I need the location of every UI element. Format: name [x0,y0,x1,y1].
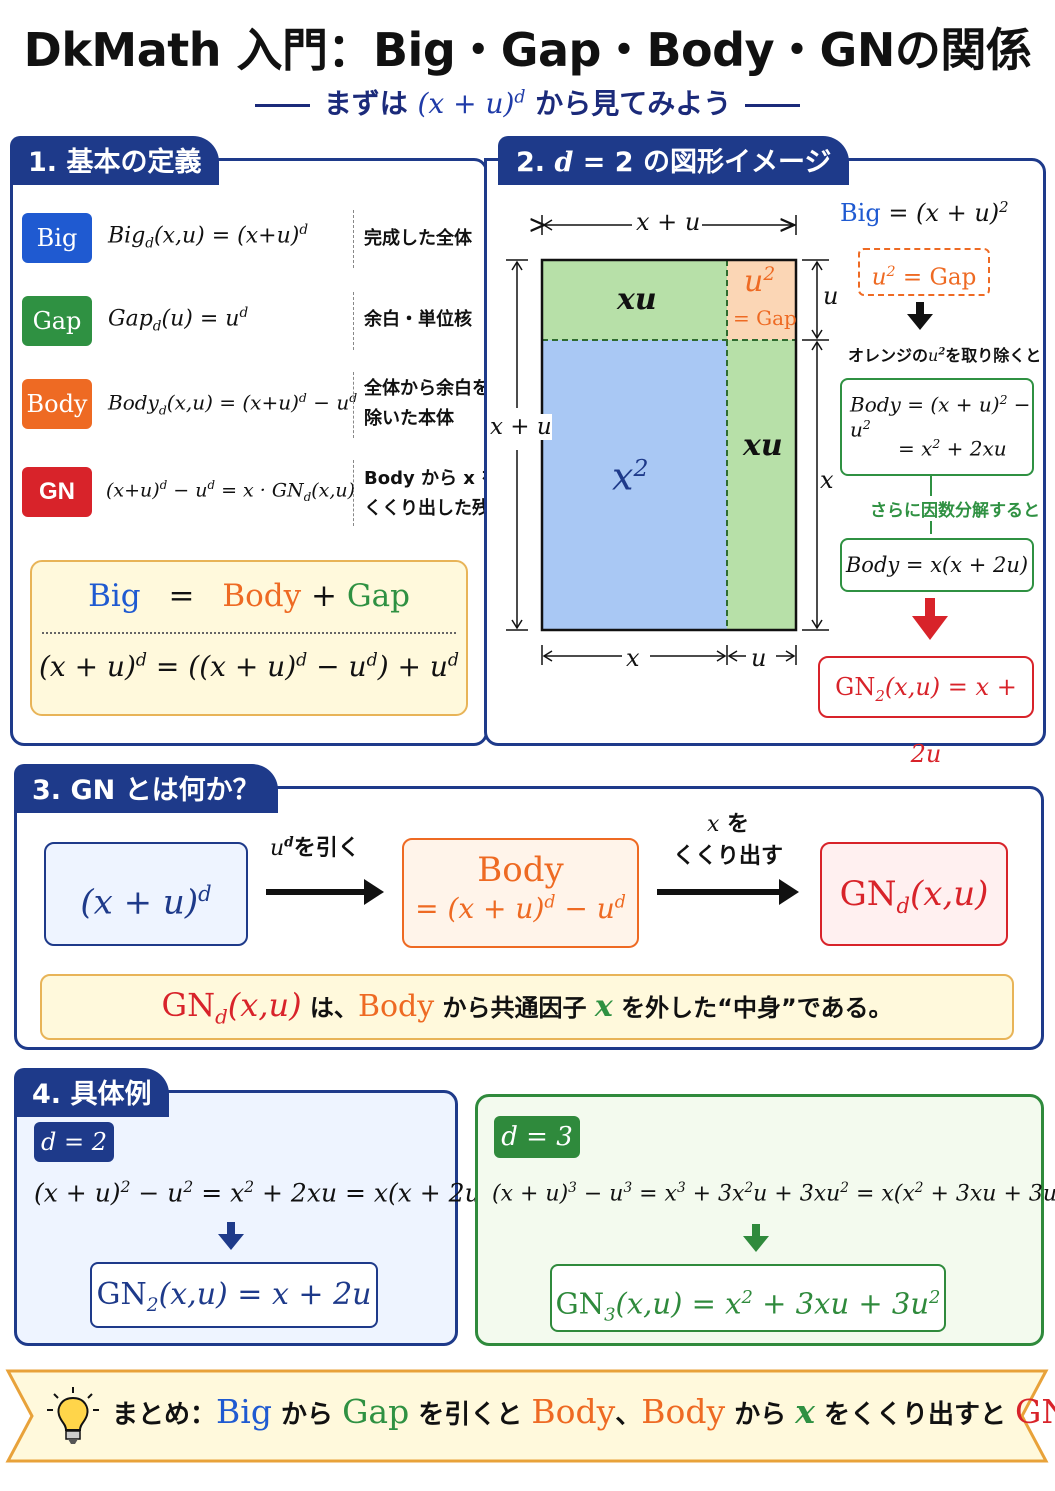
body-definition: Bodyd(x,u) = (x+u)d − ud [108,390,358,418]
gn-expression-box: GNd(x,u) [820,842,1008,946]
subtract-ud-label: udを引く [270,834,360,861]
d3-tag: d = 3 [494,1116,580,1158]
arrow-subtract-line [266,889,366,895]
row-separator [353,460,354,526]
subtitle-right-rule [745,103,801,107]
summary-banner-shape [5,1369,1049,1463]
page-title: DkMath 入門：Big・Gap・Body・GNの関係 [23,23,1032,77]
big-equals-label: Big = (x + u)2 [840,198,1009,227]
xu-right-label: xu [743,428,783,463]
factor-x-label: x を くくり出す [672,812,783,869]
gap-definition-box: u2 = Gap [858,248,990,296]
dotted-divider [42,632,456,634]
body-expansion-box: Body = (x + u)2 − u2 = x2 + 2xu [840,378,1034,476]
red-arrow-shaft [925,598,935,618]
u2-gap-label: = Gap [733,306,797,330]
gn-definition: (x+u)d − ud = x · GNd(x,u) [106,478,356,505]
section4-title: 4. 具体例 [14,1068,170,1117]
u2-label: u2 [744,264,776,299]
page-subtitle: まずは (x + u)d から見てみよう [0,82,1055,122]
lightbulb-icon [47,1387,99,1444]
big-expression-box: (x + u)d [44,842,248,946]
xu-top-label: xu [617,282,657,317]
right-u-label: u [823,282,839,310]
xu-right-region [727,340,796,630]
green-down-arrow-icon [743,1236,769,1252]
area-diagram [506,215,829,665]
big-definition: Bigd(x,u) = (x+u)d [108,222,309,252]
x2-region [542,340,727,630]
d3-arrow-shaft [752,1224,760,1238]
body-description: 全体から余白を除いた本体 [364,378,490,429]
remove-orange-note: オレンジのu2を取り除くと [848,346,1042,365]
big-square-outline [540,258,798,632]
body-factored-box: Body = x(x + 2u) [840,538,1034,592]
top-dimension-label: x + u [636,208,701,236]
body-box-title: Body [477,850,564,890]
gn-badge: GN [22,467,92,517]
body-expansion-line1: Body = (x + u)2 − u2 [850,392,1031,442]
arrow-factor-line [657,889,781,895]
gap-description: 余白・単位核 [364,309,472,330]
gn-definition-sentence: GNd(x,u) は、Body から共通因子 x を外した“中身”である。 [161,986,893,1029]
section3-title: 3. GN とは何か？ [14,764,278,813]
big-body-gap-equation: Big = Body + Gap [88,578,410,614]
gap-badge: Gap [22,296,92,346]
factor-note: さらに因数分解すると [868,496,1042,521]
down-arrow-shaft [916,302,924,316]
section2-title: 2. d = 2 の図形イメージ [498,136,850,185]
xu-top-region [542,260,727,340]
gn3-example-result: GN3(x,u) = x2 + 3xu + 3u2 [550,1264,946,1332]
body-badge: Body [22,379,92,429]
subtitle-left-rule [254,103,310,107]
row-separator [353,210,354,268]
d2-tag: d = 2 [34,1122,114,1162]
subtitle-pre: まずは [323,87,408,120]
u2-gap-region [727,260,796,340]
bottom-x-label: x [626,644,640,672]
big-description: 完成した全体 [364,228,472,249]
gn2-example-result: GN2(x,u) = x + 2u [90,1262,378,1328]
subtitle-expression: (x + u)d [417,87,526,120]
row-separator [353,372,354,438]
right-arrow-icon [779,879,799,905]
big-badge: Big [22,213,92,263]
down-arrow-icon [907,314,933,330]
gn-description: Body から x をくくり出した残り [364,468,508,519]
gn-definition-note: GNd(x,u) は、Body から共通因子 x を外した“中身”である。 [40,974,1014,1040]
right-arrow-icon [364,879,384,905]
bottom-u-label: u [751,644,767,672]
body-box-formula: = (x + u)d − ud [415,892,626,925]
summary-sentence: まとめ：Big から Gap を引くと Body、Body から x をくくり出… [112,1392,1055,1431]
section1-title: 1. 基本の定義 [10,136,220,185]
blue-down-arrow-icon [218,1234,244,1250]
left-dimension-label: x + u [490,414,552,440]
row-separator [353,292,354,350]
big-body-gap-box: Big = Body + Gap (x + u)d = ((x + u)d − … [30,560,468,716]
body-box: Body = (x + u)d − ud [402,838,639,948]
gn2-result-box: GN2(x,u) = x + 2u [818,656,1034,768]
big-body-gap-formula: (x + u)d = ((x + u)d − ud) + ud [38,650,460,683]
d2-formula: (x + u)2 − u2 = x2 + 2xu = x(x + 2u) [34,1178,491,1208]
red-down-arrow-icon [912,616,948,640]
d3-formula: (x + u)3 − u3 = x3 + 3x2u + 3xu2 = x(x2 … [492,1180,1055,1207]
body-expansion-line2: = x2 + 2xu [898,436,1007,461]
right-x-label: x [820,466,834,494]
x2-label: x2 [612,454,649,499]
d2-arrow-shaft [227,1222,235,1236]
gap-definition: Gapd(u) = ud [108,305,249,335]
subtitle-post: から見てみよう [535,87,732,120]
